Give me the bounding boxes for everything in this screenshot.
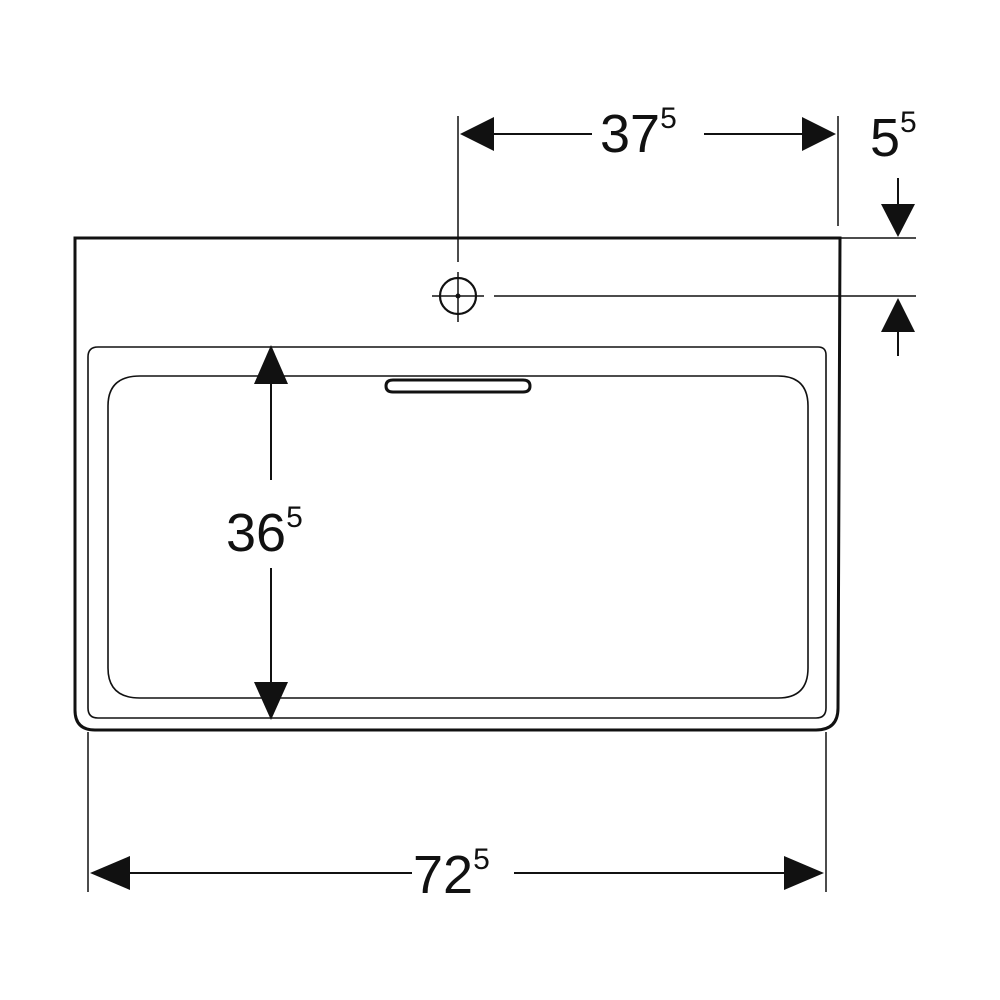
dim-tap-hole-edge-label: 55 [870,106,917,168]
dim-tap-hole-offset-superscript: 5 [660,102,677,135]
dim-tap-hole-offset-value: 37 [600,104,660,164]
basin-inner-rim [87,346,827,719]
dimension-tap-hole-edge: 55 [870,106,917,356]
dim-width-total-value: 72 [413,845,473,905]
dim-tap-hole-edge-value: 5 [870,108,900,168]
dim-width-total-label: 725 [413,843,490,905]
dimension-depth-basin: 365 [226,345,303,720]
dimension-tap-hole-offset: 375 [460,102,836,164]
dim-depth-basin-label: 365 [226,501,303,563]
dim-depth-basin-value: 36 [226,503,286,563]
dim-tap-hole-edge-superscript: 5 [900,106,917,139]
extension-lines [87,116,916,892]
overflow-slot [384,378,532,394]
basin-outer-outline [73,236,842,732]
dimension-width-total: 725 [90,843,824,905]
basin-bowl [107,375,809,699]
tap-hole [432,272,484,322]
dim-tap-hole-offset-label: 375 [600,102,677,164]
dim-depth-basin-superscript: 5 [286,501,303,534]
dim-width-total-superscript: 5 [473,843,490,876]
